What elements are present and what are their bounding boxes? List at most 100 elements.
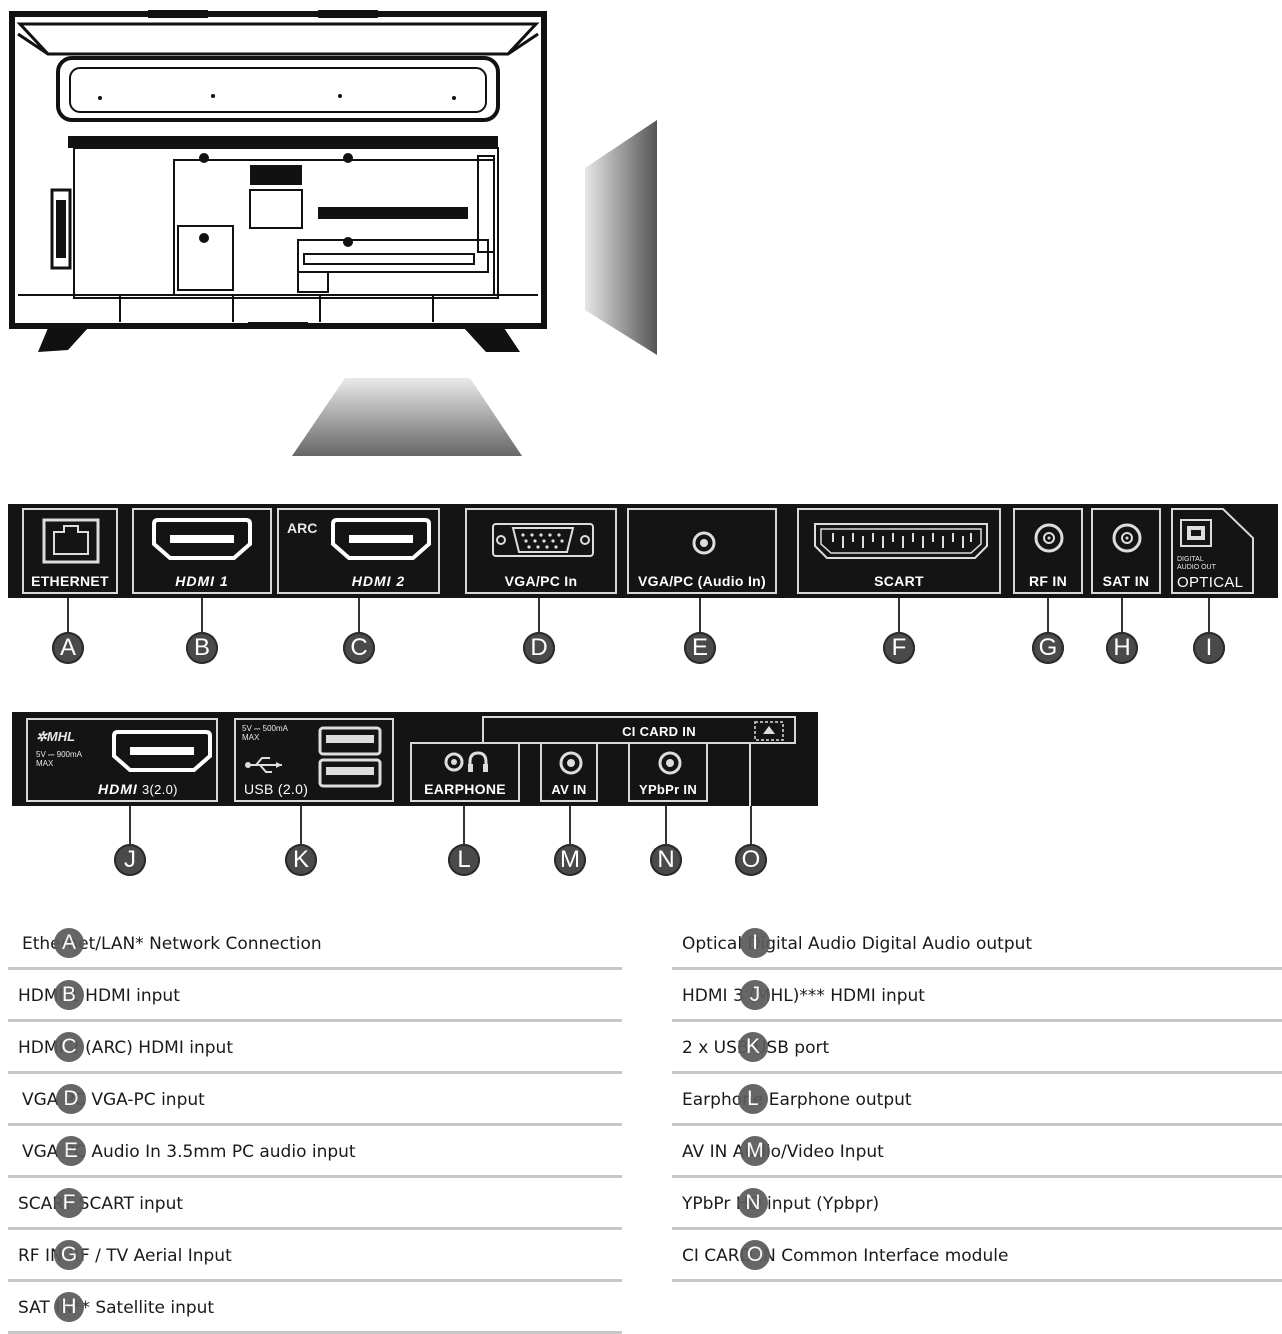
ypbpr-in-port[interactable]: YPbPr IN xyxy=(628,742,708,802)
legend-marker: D xyxy=(56,1084,86,1114)
usb-label: USB (2.0) xyxy=(244,781,309,797)
tv-back-illustration xyxy=(9,10,547,352)
legend-text: Optical Digital Audio Digital Audio outp… xyxy=(682,934,1033,954)
hdmi1-port[interactable]: HDMI 1 xyxy=(132,508,272,594)
stem-m xyxy=(569,806,571,844)
sat-in-port[interactable]: SAT IN xyxy=(1091,508,1161,594)
legend-marker: N xyxy=(738,1188,768,1218)
hdmi1-label: HDMI 1 xyxy=(175,573,229,589)
legend-text: VGA PC Audio In 3.5mm PC audio input xyxy=(22,1142,356,1162)
coaxial-icon xyxy=(1112,523,1142,553)
vga-pc-port[interactable]: VGA/PC In xyxy=(465,508,617,594)
ci-card-connector-line xyxy=(749,744,751,806)
earphone-port[interactable]: EARPHONE xyxy=(410,742,520,802)
legend-row-m: AV IN Audio/Video Input M xyxy=(672,1128,1282,1178)
stem-f xyxy=(898,598,900,632)
legend-row-b: HDMI 1 HDMI input B xyxy=(8,972,622,1022)
marker-n: N xyxy=(650,844,682,876)
legend-marker: B xyxy=(54,980,84,1010)
stem-d xyxy=(538,598,540,632)
ethernet-icon xyxy=(42,518,100,564)
hdmi2-port[interactable]: ARC HDMI 2 xyxy=(277,508,440,594)
mhl-label: ✲MHL xyxy=(36,729,76,744)
earphone-label: EARPHONE xyxy=(424,781,506,797)
ethernet-port[interactable]: ETHERNET xyxy=(22,508,118,594)
hdmi-port-icon xyxy=(331,518,431,560)
stem-b xyxy=(201,598,203,632)
legend-row-j: HDMI 3 (MHL)*** HDMI input J xyxy=(672,972,1282,1022)
marker-d: D xyxy=(523,632,555,664)
ci-card-label: CI CARD IN xyxy=(622,724,696,739)
coaxial-icon xyxy=(1034,523,1064,553)
legend-marker: O xyxy=(740,1240,770,1270)
rf-in-port[interactable]: RF IN xyxy=(1013,508,1083,594)
stem-k xyxy=(300,806,302,844)
legend-text: HDMI 2 (ARC) HDMI input xyxy=(18,1038,233,1058)
legend-text: VGA PC VGA-PC input xyxy=(22,1090,205,1110)
legend-text: Ethernet/LAN* Network Connection xyxy=(22,934,322,954)
scart-port[interactable]: SCART xyxy=(797,508,1001,594)
legend-row-c: HDMI 2 (ARC) HDMI input C xyxy=(8,1024,622,1074)
vga-pc-audio-port[interactable]: VGA/PC (Audio In) xyxy=(627,508,777,594)
marker-k: K xyxy=(285,844,317,876)
marker-g: G xyxy=(1032,632,1064,664)
headphone-icon xyxy=(444,751,488,772)
legend-marker: H xyxy=(54,1292,84,1322)
hdmi3-label: HDMI 3(2.0) xyxy=(98,781,216,797)
hdmi3-mhl-port[interactable]: ✲MHL 5V ⎓ 900mA MAX HDMI 3(2.0) xyxy=(26,718,218,802)
legend-text: SCART SCART input xyxy=(18,1194,184,1214)
hdmi-port-icon xyxy=(112,730,212,772)
hdmi3-word: HDMI xyxy=(98,781,138,797)
side-view-arrow xyxy=(585,120,657,355)
hdmi-port-icon xyxy=(152,518,252,560)
legend-row-f: SCART SCART input F xyxy=(8,1180,622,1230)
legend-marker: A xyxy=(54,928,84,958)
av-in-label: AV IN xyxy=(551,782,587,797)
legend-marker: L xyxy=(738,1084,768,1114)
legend-row-e: VGA PC Audio In 3.5mm PC audio input E xyxy=(8,1128,622,1178)
legend-text: CI CARD IN Common Interface module xyxy=(682,1246,1009,1266)
stem-h xyxy=(1121,598,1123,632)
legend-row-n: YPbPr HD input (Ypbpr) N xyxy=(672,1180,1282,1230)
ci-card-slot[interactable]: CI CARD IN xyxy=(482,716,796,744)
marker-e: E xyxy=(684,632,716,664)
vga-pc-audio-label: VGA/PC (Audio In) xyxy=(638,573,766,589)
legend-marker: C xyxy=(54,1032,84,1062)
eject-icon xyxy=(754,721,784,741)
audio-jack-icon xyxy=(658,751,682,775)
legend-text: YPbPr HD input (Ypbpr) xyxy=(682,1194,880,1214)
optical-port[interactable]: DIGITAL AUDIO OUT OPTICAL xyxy=(1171,508,1255,594)
av-in-port[interactable]: AV IN xyxy=(540,742,598,802)
marker-c: C xyxy=(343,632,375,664)
scart-label: SCART xyxy=(874,573,924,589)
stem-n xyxy=(665,806,667,844)
legend-marker: K xyxy=(738,1032,768,1062)
rf-in-label: RF IN xyxy=(1028,573,1068,589)
legend-row-o: CI CARD IN Common Interface module O xyxy=(672,1232,1282,1282)
legend-row-g: RF IN RF / TV Aerial Input G xyxy=(8,1232,622,1282)
ypbpr-in-label: YPbPr IN xyxy=(638,782,698,797)
legend-text: Earphone Earphone output xyxy=(682,1090,912,1110)
usb-port[interactable]: 5V ⎓ 500mA MAX USB (2.0) xyxy=(234,718,394,802)
legend-text: HDMI 1 HDMI input xyxy=(18,986,180,1006)
marker-h: H xyxy=(1106,632,1138,664)
marker-o: O xyxy=(735,844,767,876)
legend-marker: M xyxy=(740,1136,770,1166)
marker-f: F xyxy=(883,632,915,664)
rear-connector-panel: ✲MHL 5V ⎓ 900mA MAX HDMI 3(2.0) 5V ⎓ 500… xyxy=(12,712,818,806)
stem-j xyxy=(129,806,131,844)
arc-label: ARC xyxy=(287,520,318,536)
legend-row-a: Ethernet/LAN* Network Connection A xyxy=(8,920,622,970)
audio-jack-icon xyxy=(692,531,716,555)
hdmi2-label: HDMI 2 xyxy=(351,573,406,589)
legend-text: SAT IN** Satellite input xyxy=(18,1298,215,1318)
ethernet-label: ETHERNET xyxy=(31,573,109,589)
legend-marker: G xyxy=(54,1240,84,1270)
marker-m: M xyxy=(554,844,586,876)
legend-marker: J xyxy=(740,980,770,1010)
sat-in-label: SAT IN xyxy=(1102,573,1150,589)
legend-marker: I xyxy=(740,928,770,958)
marker-a: A xyxy=(52,632,84,664)
usb-symbol-icon xyxy=(245,757,282,773)
digital-audio-out-label: DIGITAL AUDIO OUT xyxy=(1177,556,1216,571)
